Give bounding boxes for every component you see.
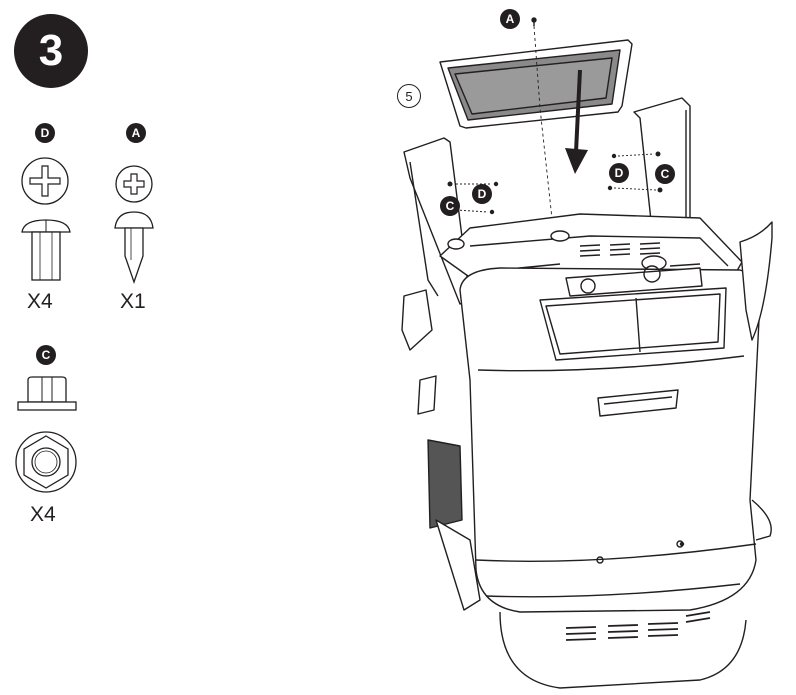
step-number-badge: 3 — [14, 14, 88, 88]
hardware-a-quantity: X1 — [120, 290, 146, 313]
panel-reference-number: 5 — [397, 84, 421, 108]
callout-screw-a: A — [500, 9, 520, 29]
screw-a-marker — [531, 17, 537, 26]
hardware-c-quantity: X4 — [30, 503, 56, 526]
install-direction-arrow-icon — [565, 69, 588, 174]
callout-right-screw-d: D — [609, 163, 629, 183]
callout-left-nut-c: C — [440, 196, 460, 216]
hardware-d-letter-badge: D — [35, 123, 55, 143]
flange-nut-side-icon — [17, 376, 77, 411]
callout-right-nut-c: C — [655, 164, 675, 184]
flange-nut-top-icon — [15, 431, 77, 493]
self-tapping-screw-head-icon — [115, 165, 153, 203]
truss-screw-head-icon — [21, 157, 69, 205]
hardware-d-quantity: X4 — [27, 290, 53, 313]
hardware-a-letter-badge: A — [126, 123, 146, 143]
control-panel-cover — [439, 39, 633, 129]
hardware-c-letter-badge: C — [36, 345, 56, 365]
self-tapping-screw-side-icon — [114, 211, 154, 284]
callout-left-screw-d: D — [472, 184, 492, 204]
truss-screw-side-icon — [21, 219, 71, 281]
